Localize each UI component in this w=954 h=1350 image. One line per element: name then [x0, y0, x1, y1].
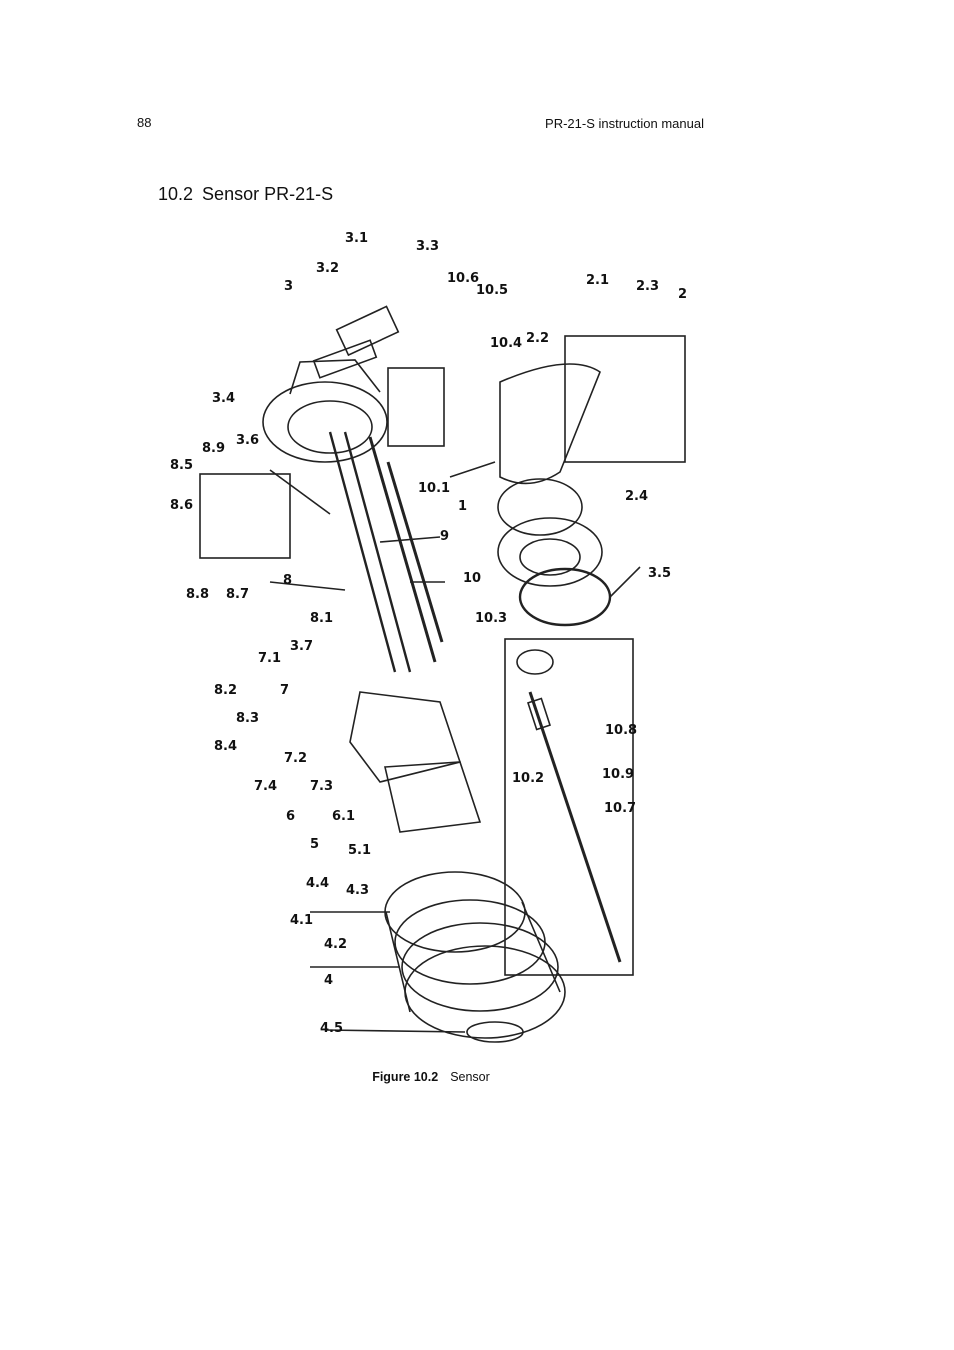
callout-label: 7.2 — [284, 751, 307, 766]
callout-label: 7 — [280, 683, 289, 698]
callout-label: 4.5 — [320, 1021, 343, 1036]
detail-box-8 — [199, 473, 291, 559]
callout-label: 10.1 — [418, 481, 450, 496]
diagram-drawing: 3.1 3.3 3.2 3 10.6 10.5 2.1 2.3 2 2.2 10… — [170, 231, 687, 1043]
callout-label: 4.3 — [346, 883, 369, 898]
running-header: PR-21-S instruction manual — [545, 116, 704, 131]
callout-label: 2 — [678, 287, 687, 302]
callout-labels: 3.1 3.3 3.2 3 10.6 10.5 2.1 2.3 2 2.2 10… — [170, 231, 687, 1036]
detail-box-10-7 — [504, 638, 634, 976]
callout-label: 7.3 — [310, 779, 333, 794]
callout-label: 8.2 — [214, 683, 237, 698]
callout-label: 6 — [286, 809, 295, 824]
section-title: 10.2 Sensor PR-21-S — [158, 184, 333, 205]
callout-label: 6.1 — [332, 809, 355, 824]
caption-label: Figure 10.2 — [372, 1070, 439, 1084]
callout-label: 5.1 — [348, 843, 371, 858]
callout-label: 4 — [324, 973, 333, 988]
figure-caption: Figure 10.2 Sensor — [0, 1070, 862, 1084]
callout-label: 2.4 — [625, 489, 648, 504]
detail-box-2 — [564, 335, 686, 463]
callout-label: 3.3 — [416, 239, 439, 254]
callout-label: 3.6 — [236, 433, 259, 448]
callout-label: 10.8 — [605, 723, 637, 738]
callout-label: 8.3 — [236, 711, 259, 726]
callout-label: 10.9 — [602, 767, 634, 782]
page-number: 88 — [137, 115, 152, 130]
callout-label: 3.4 — [212, 391, 235, 406]
callout-label: 4.2 — [324, 937, 347, 952]
callout-label: 7.4 — [254, 779, 277, 794]
section-heading: Sensor PR-21-S — [202, 184, 334, 204]
callout-label: 3.1 — [345, 231, 368, 246]
callout-label: 8.8 — [186, 587, 209, 602]
callout-label: 8.7 — [226, 587, 249, 602]
callout-label: 10.5 — [476, 283, 508, 298]
callout-label: 8.5 — [170, 458, 193, 473]
callout-label: 8.4 — [214, 739, 237, 754]
callout-label: 3.5 — [648, 566, 671, 581]
callout-label: 3.7 — [290, 639, 313, 654]
section-number: 10.2 — [158, 184, 194, 204]
caption-text: Sensor — [450, 1070, 490, 1084]
callout-label: 8.9 — [202, 441, 225, 456]
callout-label: 4.4 — [306, 876, 329, 891]
callout-label: 10.7 — [604, 801, 636, 816]
callout-label: 10.3 — [475, 611, 507, 626]
callout-label: 4.1 — [290, 913, 313, 928]
callout-label: 10.4 — [490, 336, 522, 351]
callout-label: 10 — [463, 571, 481, 586]
callout-label: 5 — [310, 837, 319, 852]
callout-label: 2.1 — [586, 273, 609, 288]
callout-label: 1 — [458, 499, 467, 514]
callout-label: 8.6 — [170, 498, 193, 513]
callout-label: 7.1 — [258, 651, 281, 666]
callout-label: 2.3 — [636, 279, 659, 294]
callout-label: 10.2 — [512, 771, 544, 786]
detail-box-10-top — [387, 367, 445, 447]
callout-label: 3.2 — [316, 261, 339, 276]
callout-label: 8 — [283, 573, 292, 588]
callout-label: 8.1 — [310, 611, 333, 626]
callout-label: 3 — [284, 279, 293, 294]
callout-label: 2.2 — [526, 331, 549, 346]
callout-label: 10.6 — [447, 271, 479, 286]
exploded-sensor-diagram: 3.1 3.3 3.2 3 10.6 10.5 2.1 2.3 2 2.2 10… — [150, 222, 720, 1052]
callout-label: 9 — [440, 529, 449, 544]
